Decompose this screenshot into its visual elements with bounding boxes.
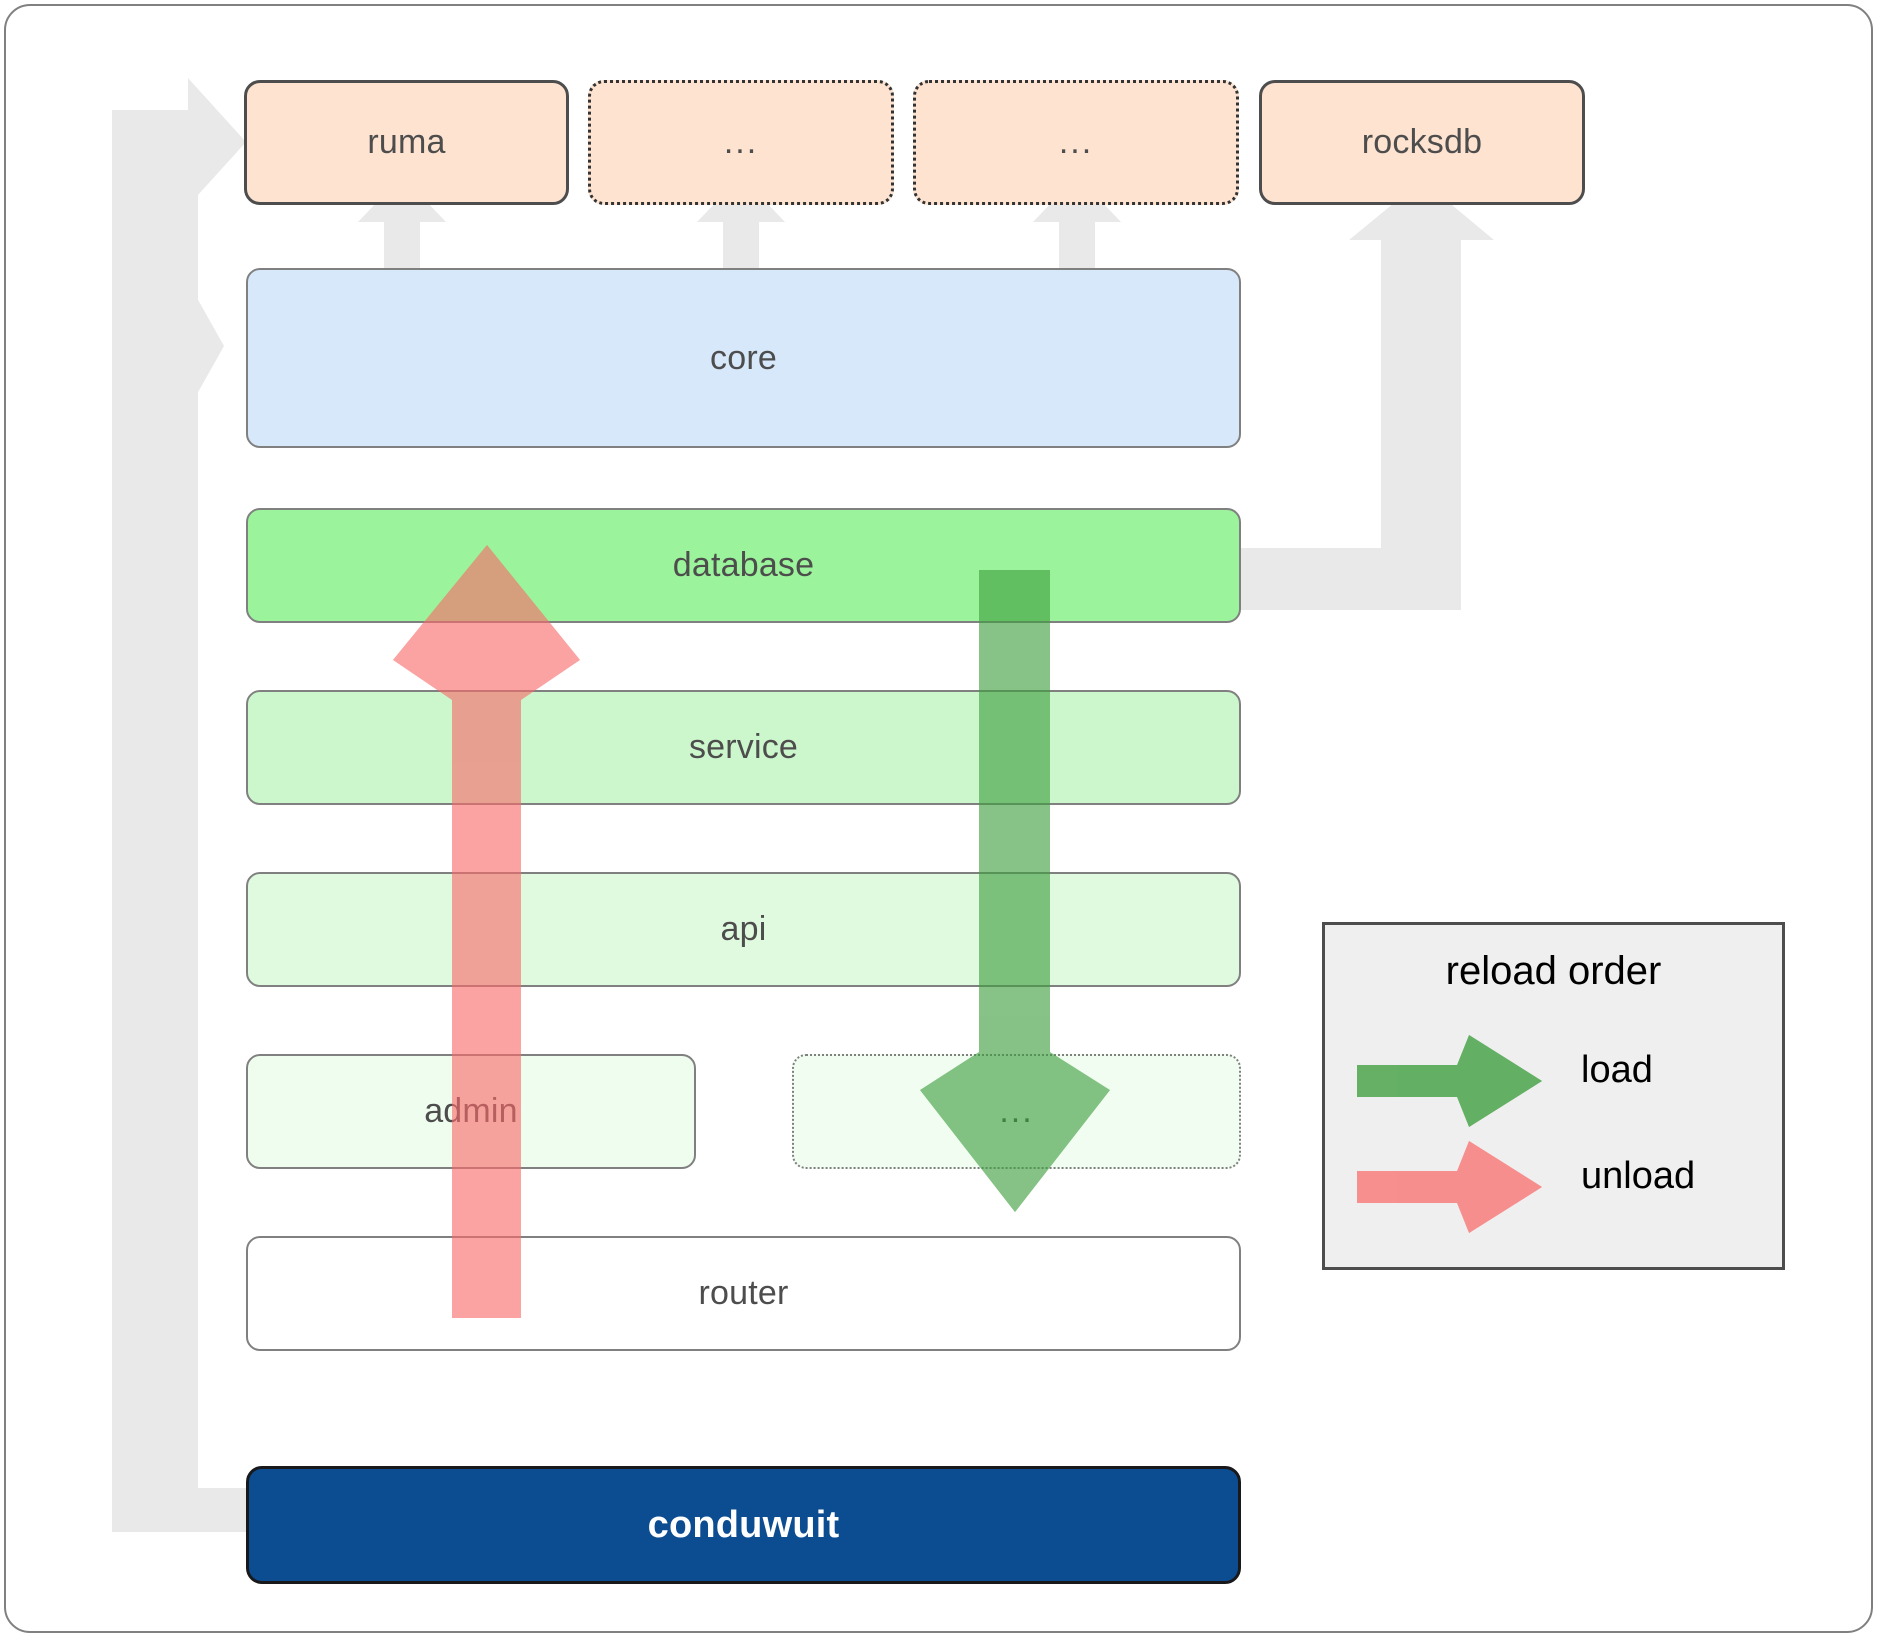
layer-box-admin[interactable]: admin — [246, 1054, 696, 1169]
dependency-label: ... — [723, 123, 759, 161]
layer-box-api[interactable]: api — [246, 872, 1241, 987]
legend-row-load: load — [1325, 1035, 1782, 1129]
layer-label: router — [698, 1274, 789, 1312]
layer-box-ellipsis[interactable]: ... — [792, 1054, 1241, 1169]
unload-arrow-icon — [1357, 1141, 1542, 1233]
legend-row-unload: unload — [1325, 1141, 1782, 1235]
load-arrow-icon — [1357, 1035, 1542, 1127]
dependency-label: ruma — [367, 123, 446, 161]
legend-panel: reload order load unload — [1322, 922, 1785, 1270]
layer-label: database — [672, 546, 815, 584]
layer-box-database[interactable]: database — [246, 508, 1241, 623]
layer-label: core — [710, 338, 777, 377]
layer-label: admin — [424, 1092, 518, 1130]
layer-label: ... — [999, 1092, 1034, 1130]
legend-title: reload order — [1445, 949, 1662, 993]
dependency-box-rocksdb[interactable]: rocksdb — [1259, 80, 1585, 205]
layer-label: service — [688, 728, 799, 766]
layer-box-service[interactable]: service — [246, 690, 1241, 805]
dependency-box-ellipsis-1[interactable]: ... — [588, 80, 894, 205]
dependency-box-ellipsis-2[interactable]: ... — [913, 80, 1239, 205]
legend-label-load: load — [1581, 1049, 1653, 1091]
layer-box-router[interactable]: router — [246, 1236, 1241, 1351]
root-label: conduwuit — [647, 1503, 840, 1546]
layer-box-core[interactable]: core — [246, 268, 1241, 448]
dependency-label: rocksdb — [1361, 123, 1483, 161]
dependency-box-ruma[interactable]: ruma — [244, 80, 569, 205]
diagram-frame — [4, 4, 1873, 1633]
layer-label: api — [720, 910, 767, 948]
dependency-label: ... — [1058, 123, 1094, 161]
root-box-conduwuit[interactable]: conduwuit — [246, 1466, 1241, 1584]
legend-label-unload: unload — [1581, 1155, 1696, 1197]
